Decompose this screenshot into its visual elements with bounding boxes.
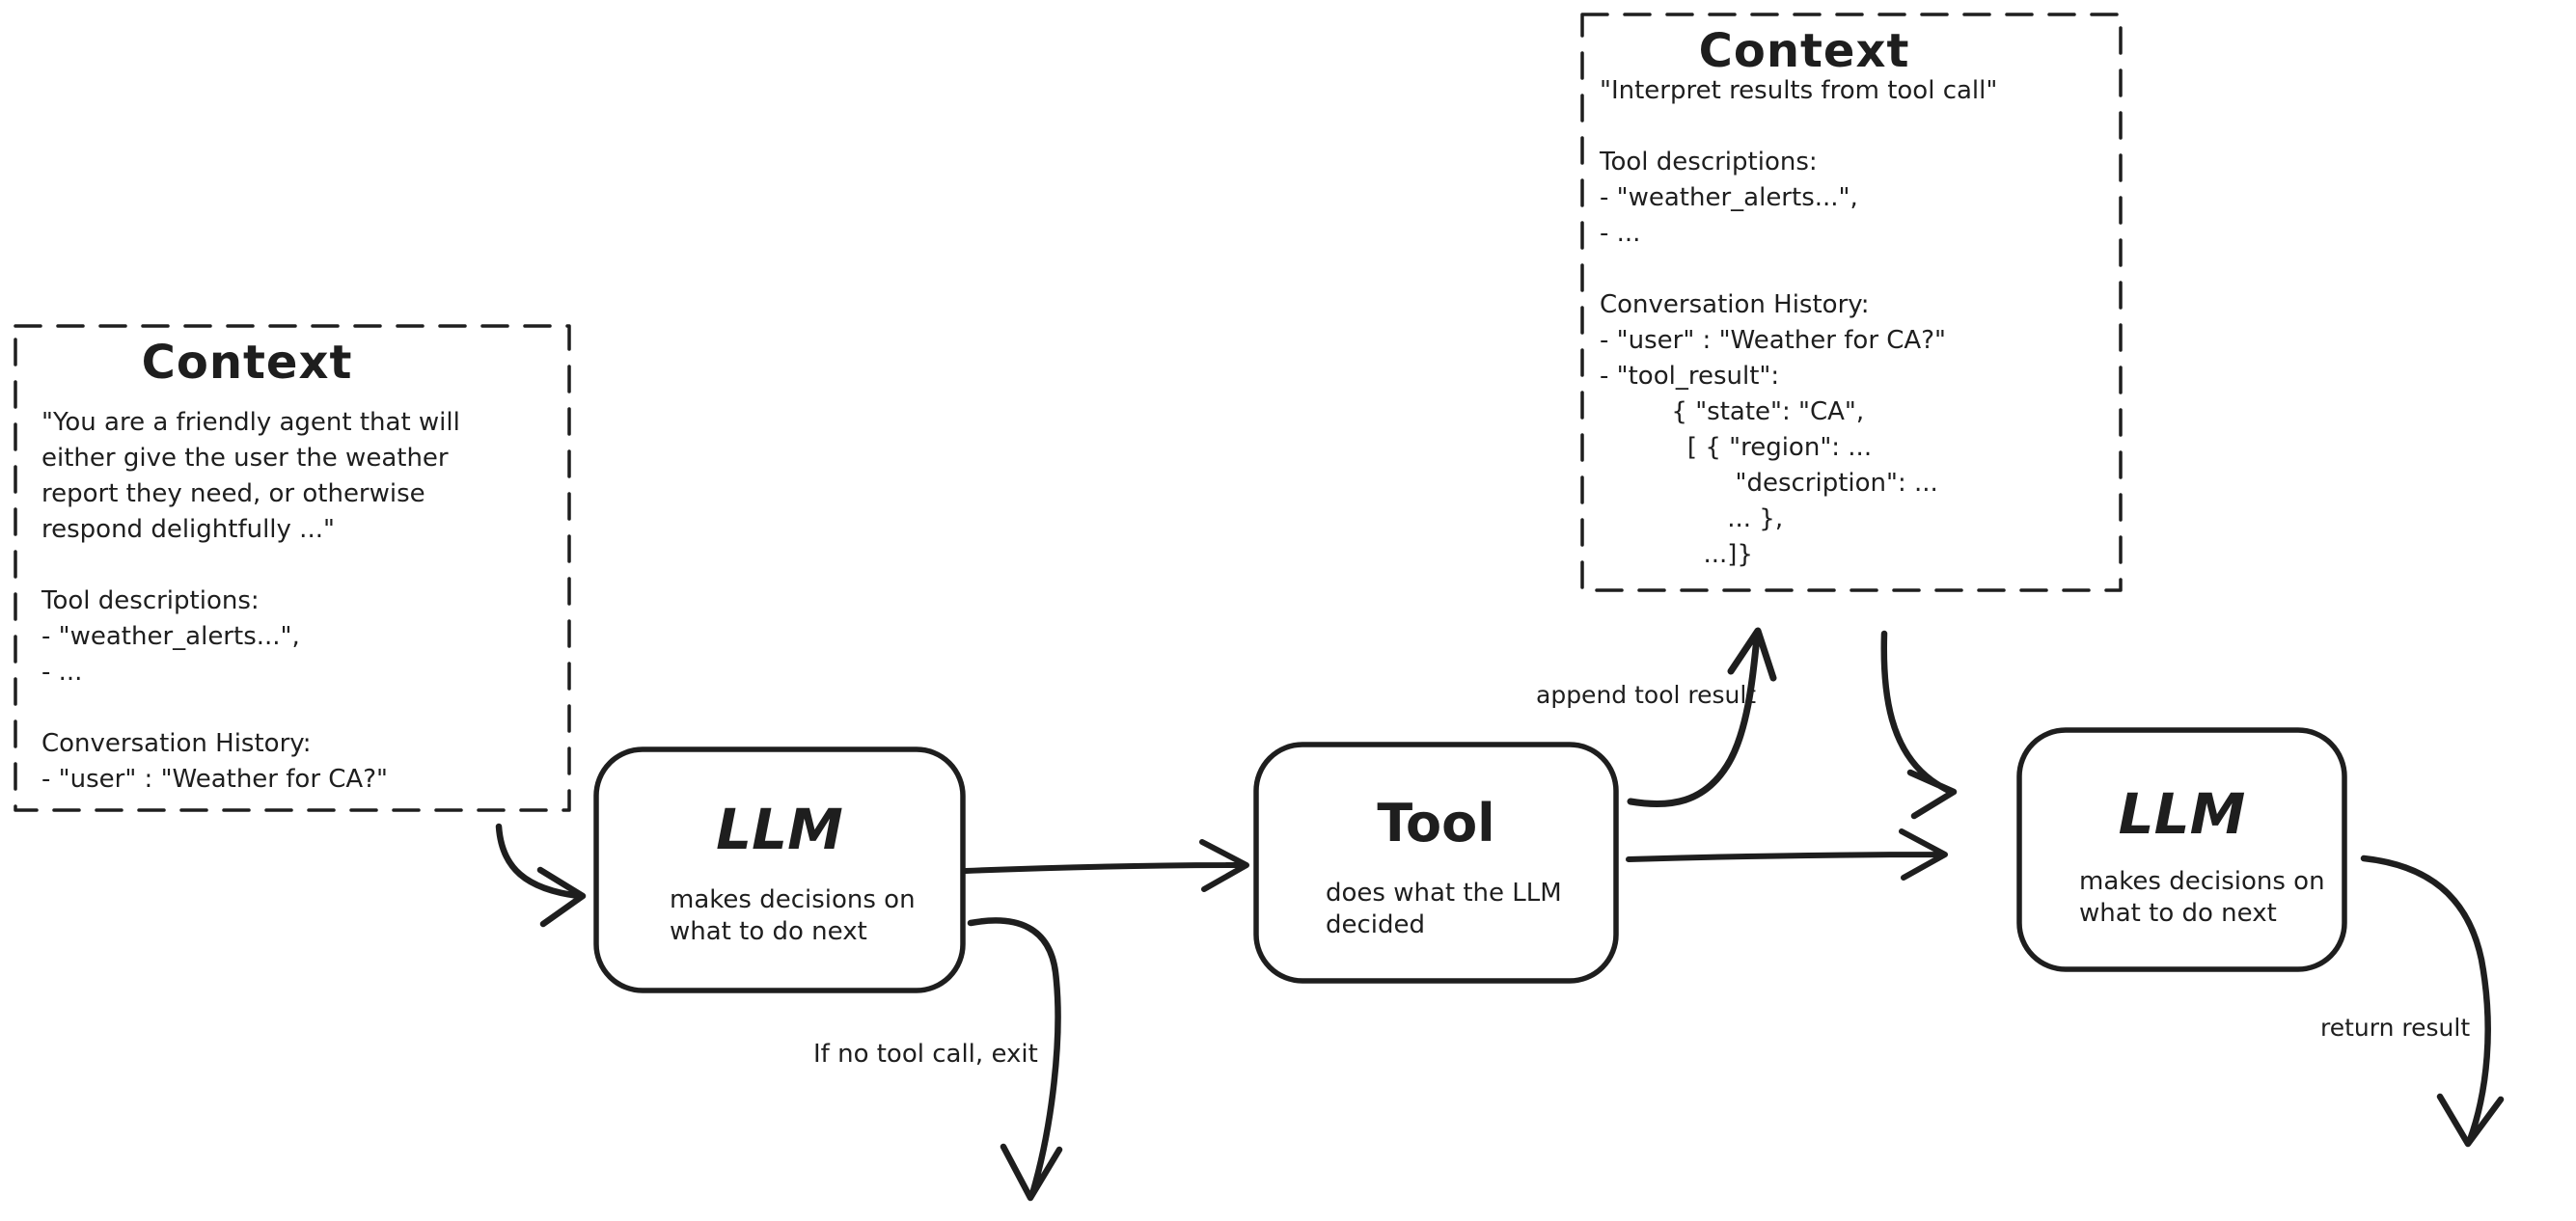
context2-box-border — [1580, 13, 2123, 592]
edge-label-no-tool-call-exit: If no tool call, exit — [813, 1040, 1038, 1069]
arrow-context1-to-llm1 — [495, 823, 587, 928]
llm1-node-border — [593, 746, 966, 993]
context1-title: Context — [141, 336, 353, 390]
arrow-context2-to-llm2 — [1880, 630, 1958, 820]
context1-box-border — [14, 324, 571, 812]
arrow-llm2-return — [2360, 855, 2505, 1148]
edge-label-append-tool-result: append tool result — [1536, 681, 1757, 709]
arrow-llm1-to-tool — [963, 839, 1249, 892]
edge-label-return-result: return result — [2320, 1014, 2471, 1042]
tool-subtitle: does what the LLM decided — [1326, 879, 1562, 939]
llm1-title: LLM — [716, 797, 843, 862]
llm2-title: LLM — [2118, 781, 2246, 847]
context1-body: "You are a friendly agent that will eith… — [41, 408, 460, 794]
tool-node-border — [1253, 742, 1619, 984]
arrow-tool-to-context2 — [1627, 627, 1777, 808]
context2-title: Context — [1698, 24, 1910, 78]
llm2-subtitle: makes decisions on what to do next — [2079, 867, 2325, 928]
context2-body: "Interpret results from tool call" Tool … — [1600, 76, 1998, 569]
llm2-node-border — [2016, 727, 2347, 972]
arrow-tool-to-llm2 — [1626, 828, 1948, 881]
tool-title: Tool — [1377, 793, 1495, 854]
arrow-llm1-exit — [967, 917, 1063, 1202]
llm1-subtitle: makes decisions on what to do next — [670, 885, 916, 946]
